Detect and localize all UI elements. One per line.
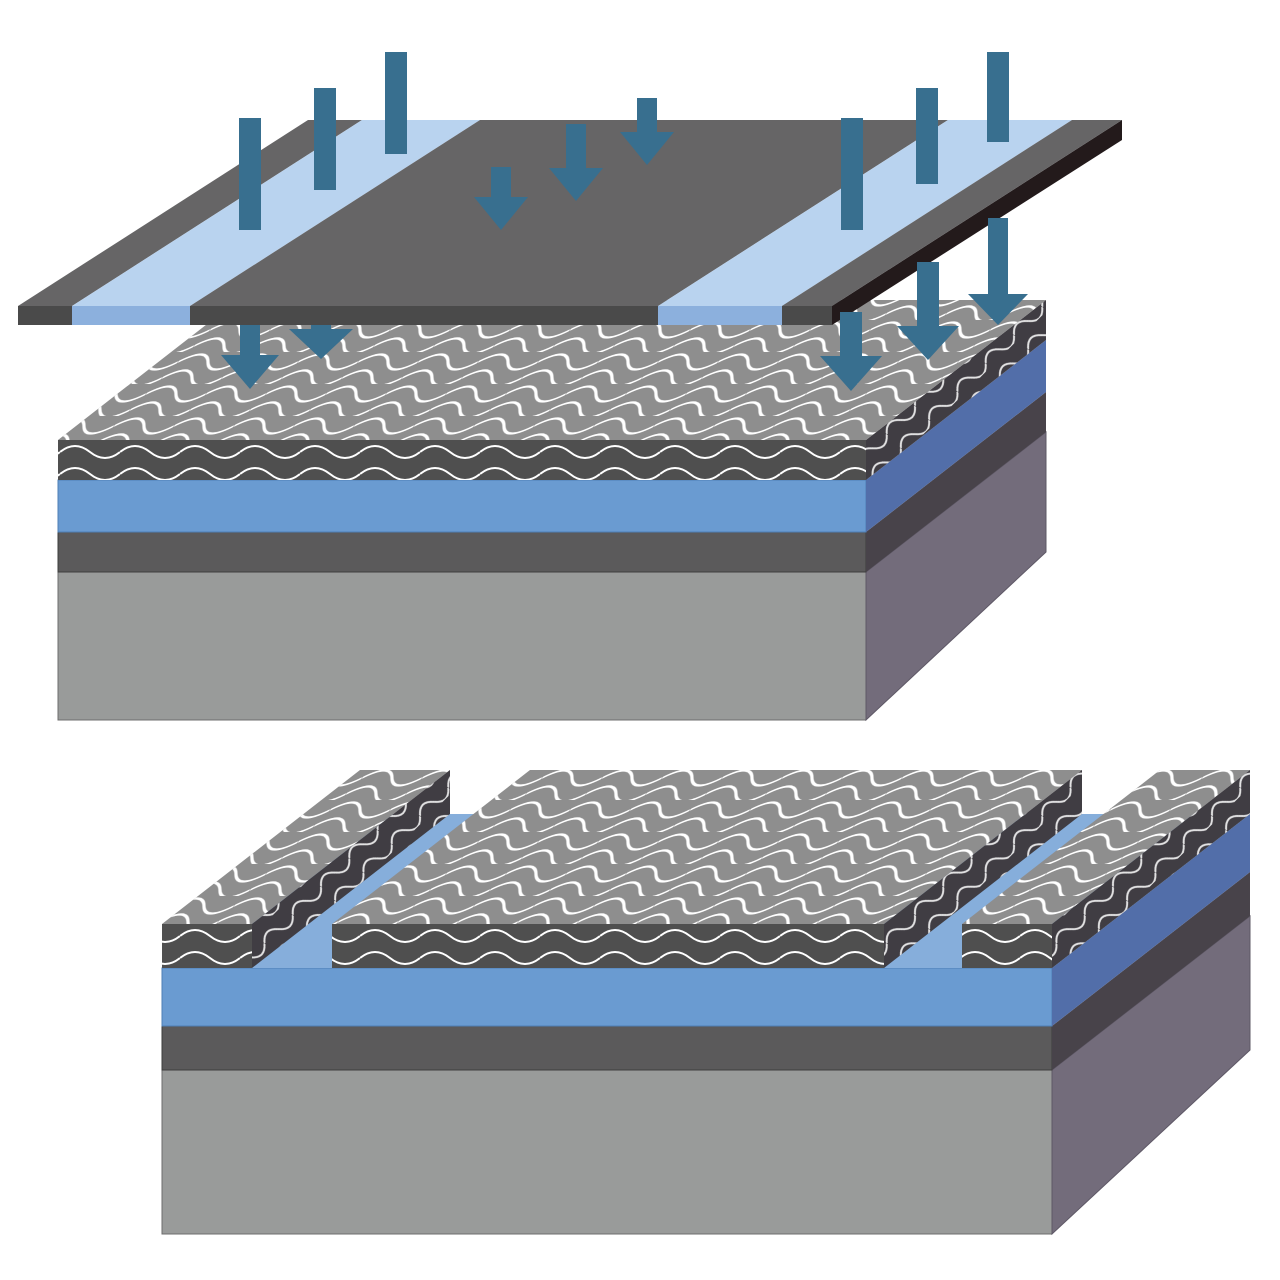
resist-block-left — [162, 770, 450, 968]
substrate-block — [161, 914, 1251, 1236]
resist-top-pattern — [162, 770, 450, 924]
mask-opaque-right — [782, 120, 1122, 306]
substrate-front — [57, 571, 867, 721]
mask-edge-opaque-center — [190, 306, 658, 325]
thin-layer-front — [57, 531, 867, 573]
mask-edge-opaque-right — [782, 306, 832, 325]
exposure-panel — [18, 52, 1122, 722]
down-arrow-icon — [897, 262, 959, 360]
down-arrow-icon — [314, 88, 336, 190]
developed-panel — [161, 770, 1251, 1236]
oxide-side — [866, 340, 1046, 532]
down-arrow-icon — [289, 325, 353, 359]
down-arrow-icon — [549, 124, 603, 201]
resist-side-pattern — [866, 300, 1046, 480]
down-arrow-icon — [841, 118, 863, 230]
mask-edge-window-left — [72, 306, 190, 325]
mask-opaque-center — [190, 120, 948, 306]
mask-edge-side — [832, 120, 1122, 325]
down-arrow-icon — [968, 218, 1028, 325]
thin-layer-side — [1052, 872, 1250, 1070]
down-arrow-icon — [620, 98, 674, 165]
resist-front-pattern — [332, 924, 884, 968]
down-arrow-icon — [987, 52, 1009, 142]
down-arrow-icon — [239, 118, 261, 230]
mask-opaque-left — [18, 120, 362, 306]
down-arrow-icon — [385, 52, 407, 154]
resist-top-pattern — [962, 770, 1250, 924]
thin-layer-side — [866, 392, 1046, 572]
substrate-block — [57, 430, 1047, 722]
resist-block-center — [332, 770, 1082, 968]
mask-window-left — [72, 120, 480, 306]
oxide-side — [1052, 814, 1250, 1026]
photomask — [18, 120, 1122, 325]
resist-front-pattern — [962, 924, 1052, 968]
thin-layer-front — [161, 1025, 1053, 1071]
resist-side-pattern — [252, 770, 450, 968]
down-arrow-icon — [474, 167, 528, 230]
down-arrow-icon — [221, 325, 279, 389]
oxide-front — [57, 479, 867, 533]
resist-side-pattern — [1052, 770, 1250, 968]
resist-front-pattern — [162, 924, 252, 968]
resist-block-right — [962, 770, 1250, 968]
resist-front-pattern — [58, 440, 866, 480]
down-arrow-icon — [916, 88, 938, 184]
mask-edge-window-right — [658, 306, 782, 325]
down-arrow-icon — [820, 312, 882, 391]
substrate-front — [161, 1069, 1053, 1235]
resist-top-pattern — [332, 770, 1082, 924]
mask-edge-opaque-left — [18, 306, 72, 325]
mask-window-right — [658, 120, 1072, 306]
exposure-arrows — [221, 52, 1028, 391]
resist-side-pattern — [884, 770, 1082, 968]
oxide-front — [161, 967, 1053, 1027]
photoresist-layer — [58, 300, 1046, 480]
